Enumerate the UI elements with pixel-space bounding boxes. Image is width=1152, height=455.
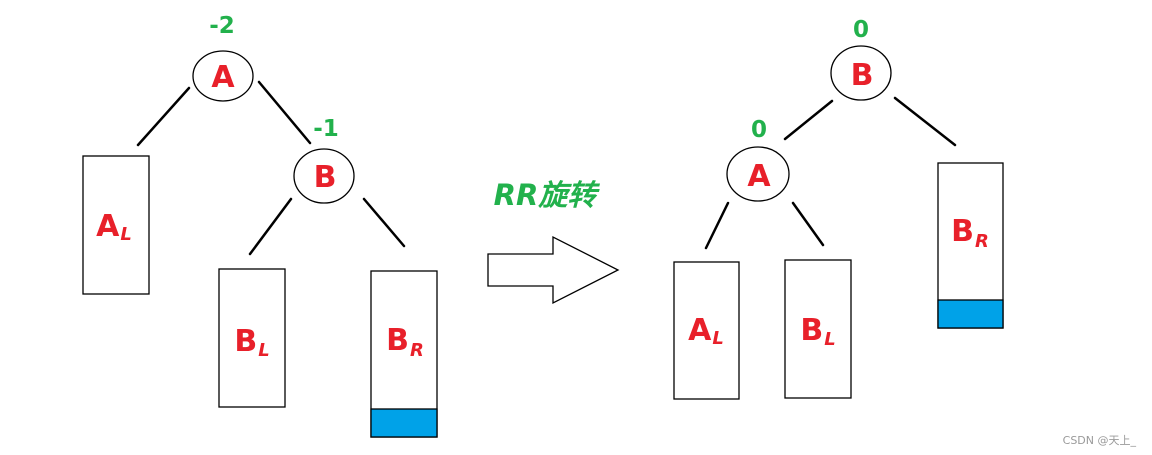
after-subtree-bl: BL	[784, 259, 852, 399]
after-node-b-balance: 0	[853, 17, 869, 43]
svg-text:BL: BL	[234, 324, 269, 361]
before-node-b: B	[293, 148, 355, 204]
before-node-b-label: B	[314, 160, 337, 195]
after-subtree-bl-sub: L	[824, 329, 835, 350]
operation-label: RR旋转	[494, 178, 601, 212]
before-node-a: A	[192, 50, 254, 102]
after-node-b: B	[830, 45, 892, 101]
before-node-a-balance: -2	[209, 13, 235, 39]
before-subtree-bl-main: B	[234, 324, 257, 359]
before-node-a-label: A	[211, 60, 235, 95]
before-inserted-node	[370, 408, 438, 438]
after-inserted-node	[937, 299, 1004, 329]
after-node-a-balance: 0	[751, 117, 767, 143]
edge-b-bl	[248, 197, 293, 256]
before-subtree-al: AL	[82, 155, 150, 295]
after-subtree-al-sub: L	[712, 328, 723, 349]
after-subtree-br-sub: R	[975, 231, 989, 252]
svg-text:AL: AL	[96, 209, 132, 245]
svg-text:BR: BR	[951, 214, 989, 252]
after-subtree-bl-main: B	[800, 313, 823, 348]
before-subtree-bl-sub: L	[258, 340, 269, 361]
watermark: CSDN @天上_	[1063, 434, 1137, 447]
before-subtree-al-sub: L	[120, 224, 131, 245]
edge-a-al	[704, 201, 730, 250]
edge-b-br	[893, 96, 957, 147]
before-node-b-balance: -1	[313, 116, 339, 142]
before-subtree-br: BR	[370, 270, 438, 438]
before-subtree-br-sub: R	[410, 340, 424, 361]
after-node-b-label: B	[851, 58, 874, 93]
edge-b-br	[362, 197, 406, 248]
arrow-right-icon	[487, 235, 620, 305]
after-subtree-br: BR	[937, 162, 1004, 329]
before-tree: A -2 B -1 AL BL BR	[82, 13, 438, 438]
after-node-a: A	[726, 146, 790, 202]
after-node-a-label: A	[747, 159, 771, 194]
edge-a-al	[136, 86, 191, 147]
after-subtree-al-main: A	[688, 313, 712, 348]
svg-text:BL: BL	[800, 313, 835, 350]
svg-text:BR: BR	[386, 323, 424, 361]
before-subtree-al-main: A	[96, 209, 120, 244]
before-subtree-bl: BL	[218, 268, 286, 408]
edge-b-a	[783, 99, 834, 141]
svg-text:AL: AL	[688, 313, 724, 349]
after-subtree-br-main: B	[951, 214, 974, 249]
after-tree: B 0 A 0 AL BL BR	[673, 17, 1004, 400]
after-subtree-al: AL	[673, 261, 740, 400]
before-subtree-br-main: B	[386, 323, 409, 358]
edge-a-b	[257, 80, 312, 145]
edge-a-bl	[791, 201, 825, 247]
